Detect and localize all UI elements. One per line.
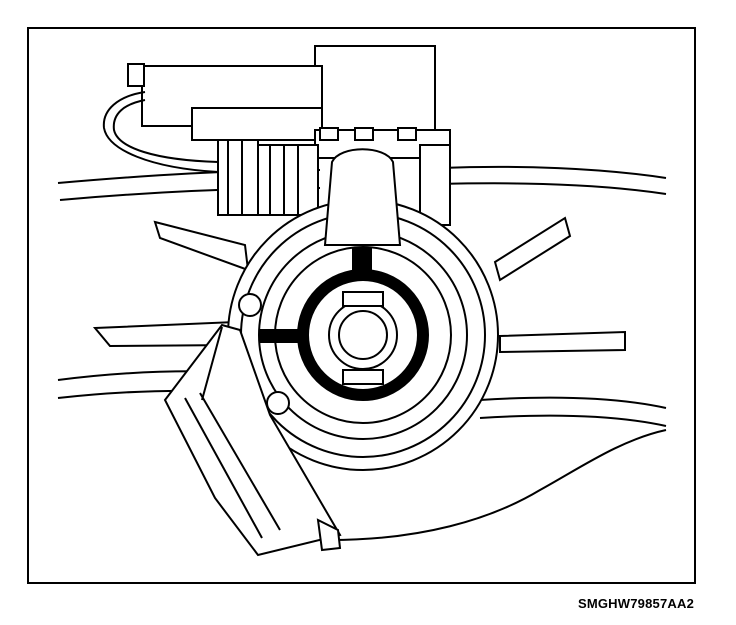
hub-arm bbox=[323, 148, 402, 246]
diagram-border bbox=[27, 27, 696, 584]
alignment-ring bbox=[259, 247, 429, 401]
figure-code: SMGHW79857AA2 bbox=[577, 596, 694, 611]
connector-assembly bbox=[102, 45, 451, 226]
lower-bracket bbox=[163, 323, 342, 557]
lever-wedges bbox=[92, 216, 626, 354]
